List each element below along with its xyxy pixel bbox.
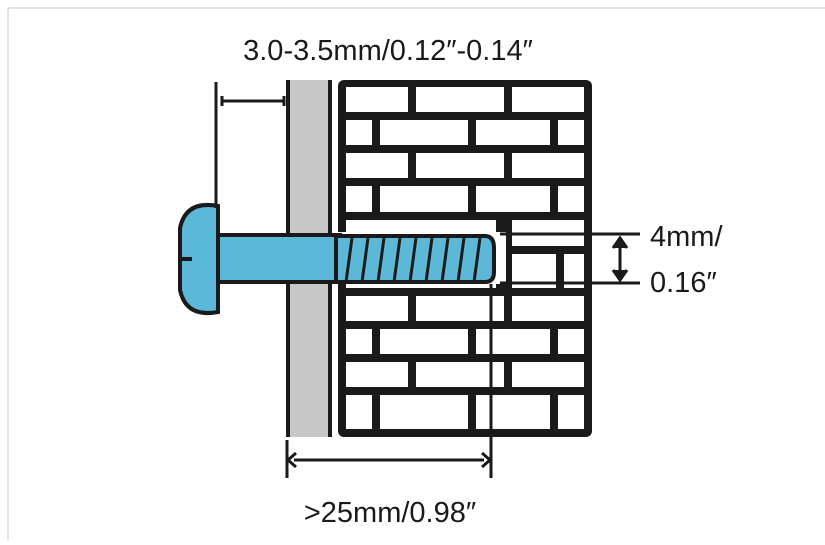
screw-shank xyxy=(218,235,340,282)
screw-length-label: >25mm/0.98″ xyxy=(304,497,476,529)
hole-diameter-label-line2: 0.16″ xyxy=(650,267,717,299)
panel-thickness-label: 3.0-3.5mm/0.12″-0.14″ xyxy=(243,35,533,67)
hole-diameter-label-line1: 4mm/ xyxy=(650,221,723,253)
panel-thickness-dimension xyxy=(216,82,284,208)
